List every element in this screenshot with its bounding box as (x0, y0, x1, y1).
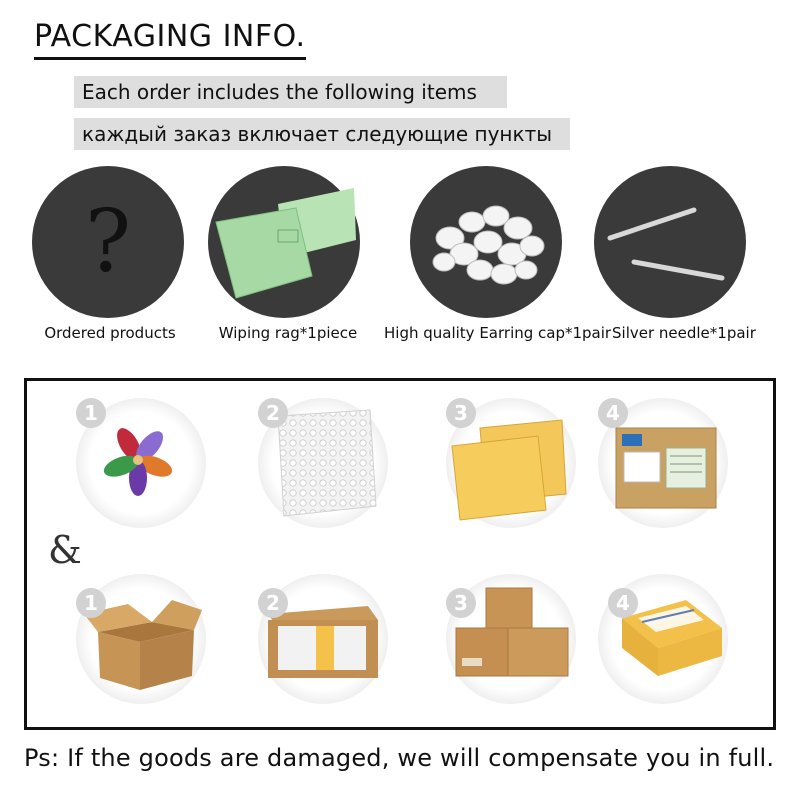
step-number: 3 (446, 398, 476, 428)
padded-envelope-icon (451, 419, 567, 521)
wiping-rag-icon (215, 188, 356, 299)
step-number: 1 (76, 398, 106, 428)
caption-wiping-rag: Wiping rag*1piece (218, 324, 358, 342)
bubble-wrap-icon (277, 409, 377, 517)
open-box-icon (84, 600, 202, 690)
taped-parcel-icon (622, 600, 722, 676)
silver-needle-image (594, 166, 746, 318)
shipping-label-envelope-icon (615, 427, 717, 509)
caption-earring-cap: High quality Earring cap*1pair (384, 324, 612, 342)
step-number: 1 (76, 588, 106, 618)
question-mark-icon: ? (84, 192, 132, 292)
step-number: 3 (446, 588, 476, 618)
step-4-taped-parcel: 4 (598, 574, 728, 704)
ampersand: & (48, 528, 82, 572)
stacked-boxes-icon (455, 587, 569, 677)
step-3-padded-envelope: 3 (446, 398, 576, 528)
wiping-rag-image (208, 166, 360, 318)
compensation-note: Ps: If the goods are damaged, we will co… (24, 744, 775, 772)
earring-caps-image (410, 166, 562, 318)
step-2-wrapped-box: 2 (258, 574, 388, 704)
step-number: 4 (608, 588, 638, 618)
step-number: 4 (598, 398, 628, 428)
flower-earring-icon (103, 428, 173, 496)
caption-silver-needle: Silver needle*1pair (612, 324, 756, 342)
page-title: PACKAGING INFO. (34, 18, 306, 60)
ordered-products-image: ? (32, 166, 184, 318)
step-number: 2 (258, 588, 288, 618)
step-2-bubble-wrap: 2 (258, 398, 388, 528)
wrapped-box-icon (268, 606, 378, 678)
step-number: 2 (258, 398, 288, 428)
caption-ordered-products: Ordered products (44, 324, 176, 342)
intro-line-english: Each order includes the following items (74, 76, 507, 108)
step-1-earring: 1 (76, 398, 206, 528)
step-1-open-box: 1 (76, 574, 206, 704)
silver-needle-icon (607, 207, 725, 281)
step-4-shipping-envelope: 4 (598, 398, 728, 528)
earring-caps-icon (432, 205, 545, 285)
intro-line-russian: каждый заказ включает следующие пункты (74, 118, 570, 150)
step-3-stacked-boxes: 3 (446, 574, 576, 704)
